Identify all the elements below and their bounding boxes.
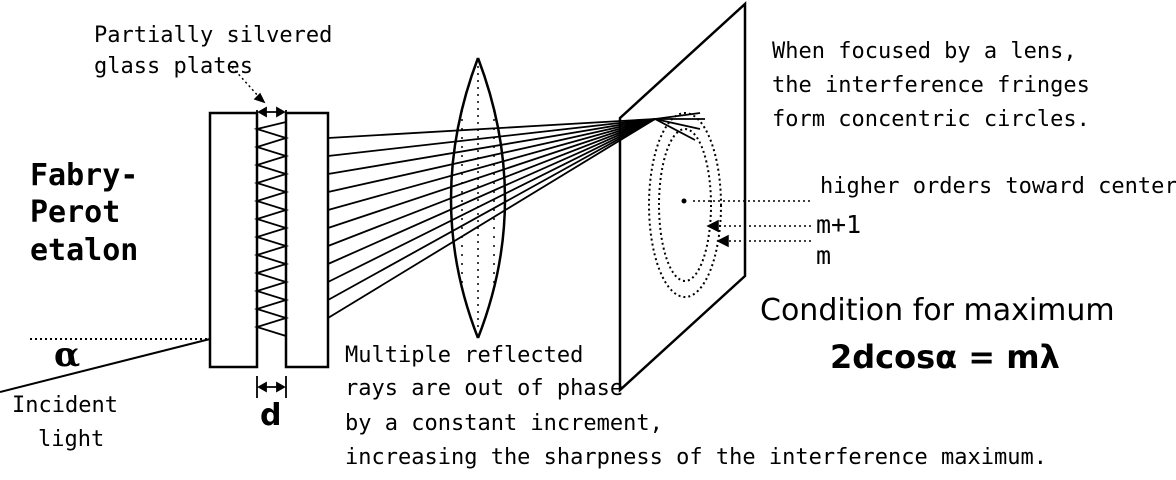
focused-label-line3: form concentric circles. xyxy=(772,107,1090,132)
order-m-plus-1-label: m+1 xyxy=(816,210,861,239)
incident-label-line1: Incident xyxy=(12,393,118,418)
plate-gap-markers xyxy=(256,106,287,118)
focused-label-line1: When focused by a lens, xyxy=(772,39,1077,64)
gap-label: d xyxy=(260,398,281,433)
focused-label-line2: the interference fringes xyxy=(772,73,1090,98)
lens xyxy=(449,57,507,339)
order-m-label: m xyxy=(816,241,831,270)
condition-equation: 2dcosα = mλ xyxy=(830,338,1060,376)
multiple-reflected-line1: Multiple reflected xyxy=(345,343,583,368)
ring-center-dot xyxy=(681,198,687,204)
multiple-reflected-line4: increasing the sharpness of the interfer… xyxy=(345,445,1047,470)
incident-label-line2: light xyxy=(38,427,104,452)
multiple-reflected-line2: rays are out of phase xyxy=(345,376,623,401)
plates-label-line2: glass plates xyxy=(94,54,253,79)
alpha-label: α xyxy=(54,335,80,375)
etalon-label-line3: etalon xyxy=(30,233,138,268)
screen xyxy=(618,1,747,393)
internal-reflections xyxy=(253,121,290,337)
condition-title: Condition for maximum xyxy=(760,293,1115,328)
gap-dimension-marker xyxy=(256,376,287,398)
leader-lines xyxy=(231,66,812,248)
right-glass-plate xyxy=(284,111,330,369)
incident-ray xyxy=(0,338,211,393)
multiple-reflected-line3: by a constant increment, xyxy=(345,411,663,436)
left-glass-plate xyxy=(208,111,259,369)
etalon-label-line1: Fabry- xyxy=(30,158,138,193)
higher-orders-label: higher orders toward center xyxy=(820,174,1176,199)
etalon-plates xyxy=(208,111,330,369)
ring-m-plus-1 xyxy=(658,128,712,282)
ring-m xyxy=(648,112,722,298)
plates-label-line1: Partially silvered xyxy=(94,23,332,48)
interference-rings xyxy=(648,112,722,298)
transmitted-rays xyxy=(327,112,705,319)
etalon-label-line2: Perot xyxy=(30,195,120,230)
